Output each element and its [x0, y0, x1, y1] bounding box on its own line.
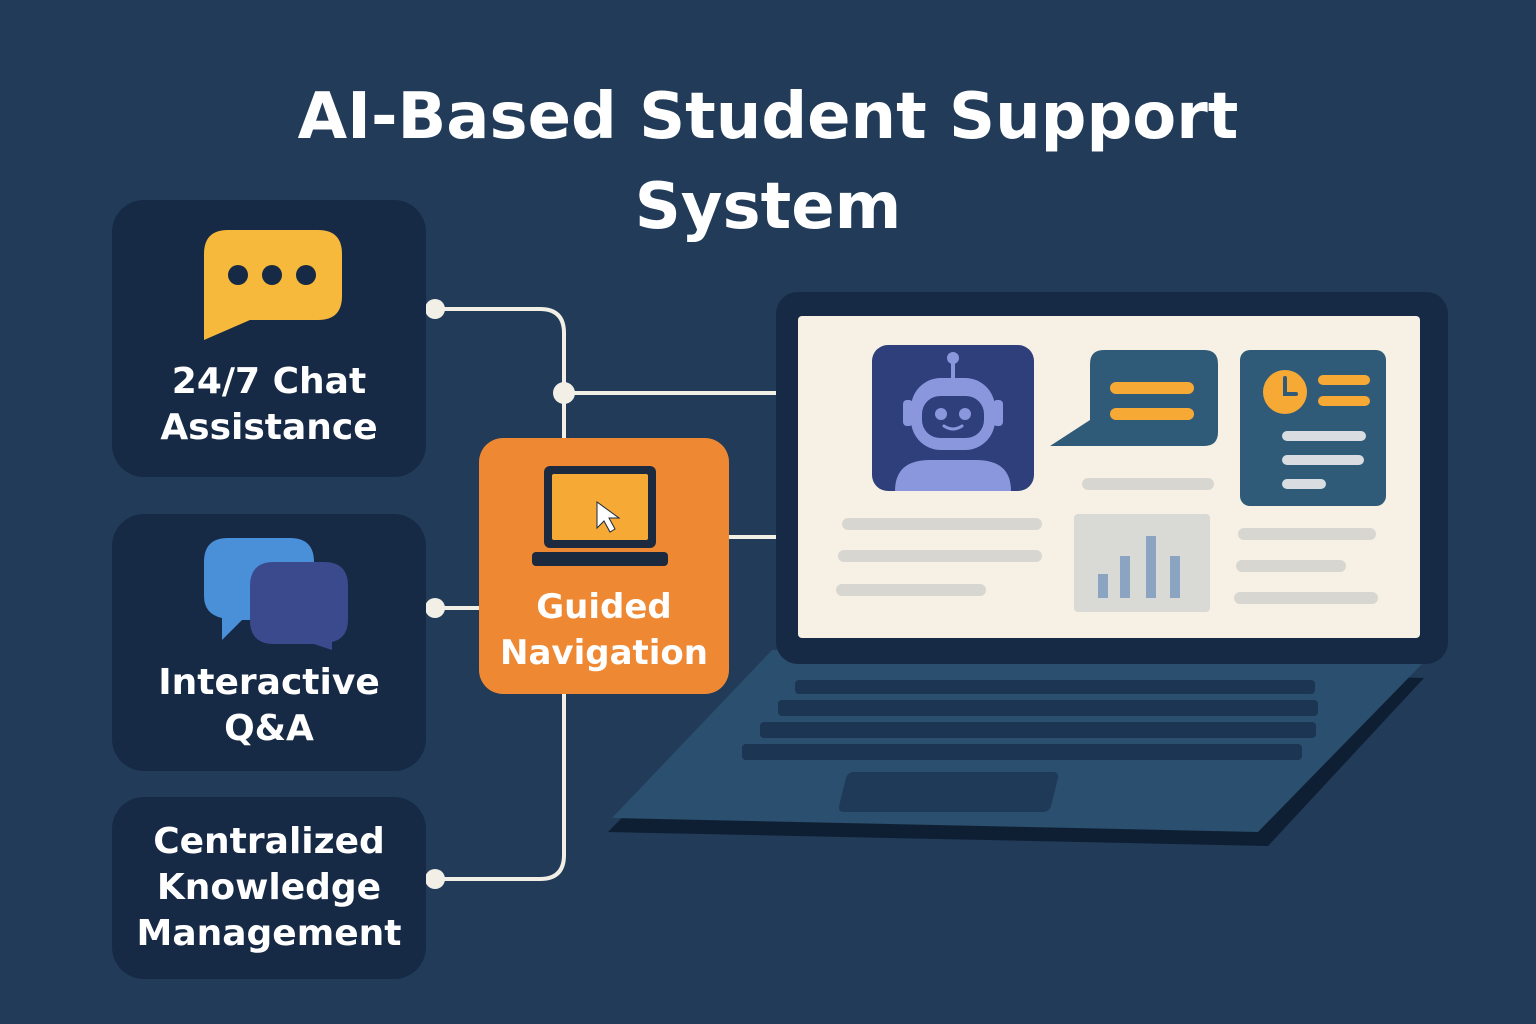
- title-line-2: System: [634, 170, 902, 244]
- connector-node-chat: [425, 299, 445, 319]
- clock-icon: [1263, 370, 1307, 414]
- bar-chart-panel: [1074, 514, 1210, 612]
- feature-label-knowledge: Centralized Knowledge Management: [136, 821, 402, 954]
- message-bubble-icon: [1050, 350, 1218, 446]
- laptop-trackpad: [838, 772, 1059, 812]
- page-title: AI-Based Student Support System: [0, 72, 1536, 252]
- title-line-1: AI-Based Student Support: [297, 80, 1239, 154]
- speech-bubbles-icon: [204, 538, 348, 650]
- laptop-keyboard: [742, 680, 1318, 760]
- feature-card-knowledge-management: Centralized Knowledge Management: [112, 797, 426, 979]
- connector-node-qa: [425, 598, 445, 618]
- feature-label-chat: 24/7 Chat Assistance: [160, 361, 378, 448]
- feature-label-qa: Interactive Q&A: [158, 662, 380, 749]
- laptop-base: [612, 650, 1422, 832]
- feature-card-interactive-qa: Interactive Q&A: [112, 514, 426, 771]
- connector-node-knowledge: [425, 869, 445, 889]
- connector-chat: [433, 307, 566, 440]
- connector-node-junction: [553, 382, 575, 404]
- guided-navigation-label: Guided Navigation: [500, 587, 708, 673]
- bar-chart-icon: [1098, 536, 1180, 598]
- screen-text-lines: [836, 478, 1378, 604]
- chat-bubble-icon: [204, 230, 342, 340]
- connector-main-trunk: [433, 692, 566, 881]
- guided-navigation-card: Guided Navigation: [479, 438, 729, 694]
- laptop-cursor-icon: [532, 466, 668, 566]
- feature-card-chat-assistance: 24/7 Chat Assistance: [112, 200, 426, 477]
- robot-icon: [895, 352, 1011, 491]
